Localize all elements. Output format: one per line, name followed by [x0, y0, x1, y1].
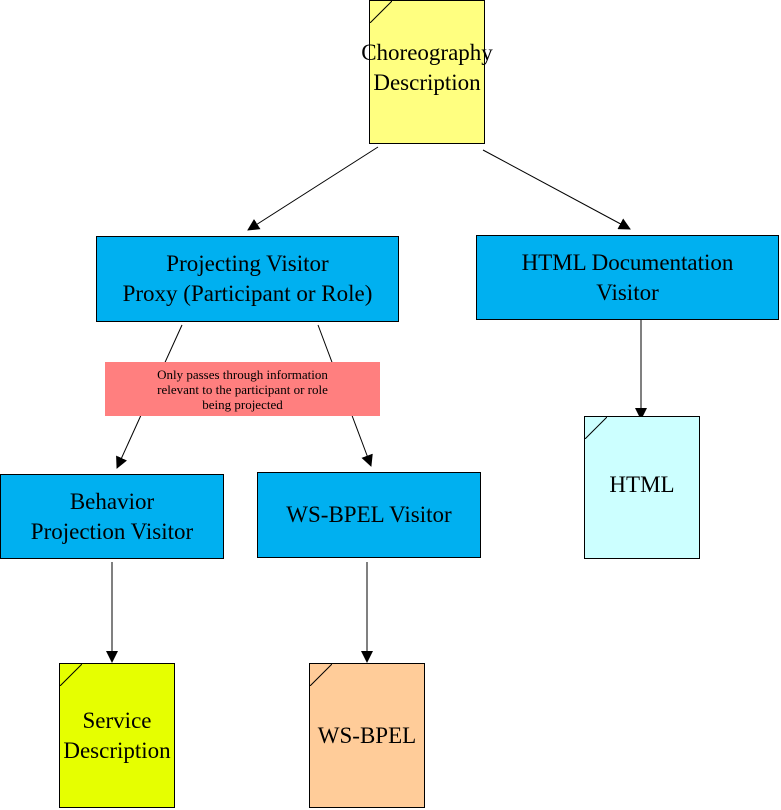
projecting-visitor-proxy-label: Projecting Visitor Proxy (Participant or… [122, 251, 373, 306]
choreography-description-label: Choreography Description [361, 40, 493, 95]
document-corner-icon [310, 664, 332, 686]
arrow-choreography-to-html-visitor [482, 149, 631, 230]
choreography-description-doc: Choreography Description [361, 0, 493, 144]
projection-filter-note: Only passes through information relevant… [105, 362, 380, 416]
document-corner-icon [60, 664, 82, 686]
service-description-label: Service Description [63, 707, 171, 763]
behavior-projection-visitor-box: Behavior Projection Visitor [0, 474, 224, 559]
wsbpel-doc-label: WS-BPEL [317, 722, 417, 748]
wsbpel-visitor-label: WS-BPEL Visitor [286, 502, 452, 527]
html-doc: HTML [584, 416, 700, 559]
wsbpel-doc: WS-BPEL [309, 663, 425, 808]
document-corner-icon [370, 1, 392, 23]
wsbpel-visitor-box: WS-BPEL Visitor [257, 472, 481, 558]
behavior-projection-visitor-label: Behavior Projection Visitor [30, 488, 194, 544]
projection-filter-note-text: Only passes through information relevant… [157, 366, 328, 412]
service-description-doc: Service Description [59, 663, 175, 808]
document-corner-icon [585, 417, 607, 439]
html-doc-label: HTML [609, 471, 675, 497]
projecting-visitor-proxy-box: Projecting Visitor Proxy (Participant or… [96, 236, 399, 322]
arrow-choreography-to-projecting [247, 146, 379, 231]
html-documentation-visitor-box: HTML Documentation Visitor [476, 235, 779, 320]
html-documentation-visitor-label: HTML Documentation Visitor [521, 249, 734, 305]
